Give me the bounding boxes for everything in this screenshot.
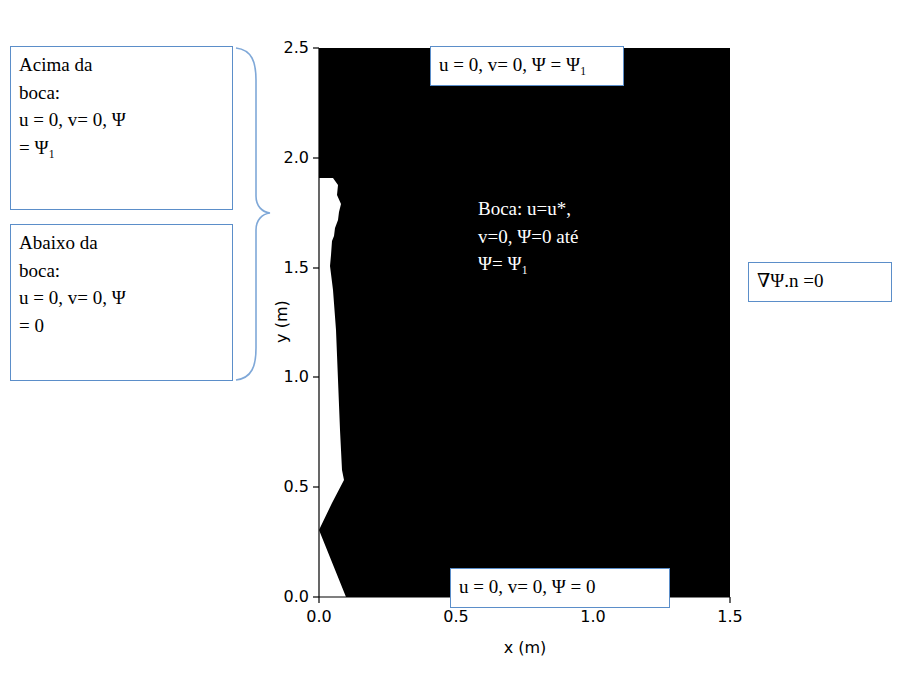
curly-brace — [236, 48, 270, 380]
tick-label: 0.0 — [284, 587, 309, 606]
tick-label: 1.0 — [580, 607, 605, 626]
axis-label: x (m) — [504, 638, 547, 657]
tick-label: 0.0 — [306, 607, 331, 626]
condition-text: u = 0, v= 0, Ψ = Ψ₁ — [439, 51, 615, 79]
tick-label: 1.0 — [284, 367, 309, 386]
box-heading: Abaixo da boca: — [19, 229, 137, 284]
boundary-condition-box: ∇Ψ.n =0 — [748, 262, 892, 302]
condition-text: u = 0, v= 0, Ψ = 0 — [459, 573, 661, 601]
inlet-condition-note: Boca: u=u*, v=0, Ψ=0 até Ψ= Ψ₁ — [478, 195, 602, 278]
axis-label: y (m) — [271, 301, 290, 344]
tick-label: 0.5 — [284, 477, 309, 496]
axes — [313, 48, 730, 603]
boundary-condition-box: Abaixo da boca:u = 0, v= 0, Ψ = 0 — [10, 224, 233, 381]
tick-label: 1.5 — [284, 258, 309, 277]
condition-text: u = 0, v= 0, Ψ = Ψ₁ — [19, 106, 137, 161]
boundary-condition-box: u = 0, v= 0, Ψ = Ψ₁ — [430, 46, 624, 86]
person-silhouette — [319, 178, 346, 597]
tick-label: 2.0 — [284, 148, 309, 167]
fluid-domain — [319, 48, 730, 597]
boundary-condition-box: u = 0, v= 0, Ψ = 0 — [450, 568, 670, 608]
tick-label: 2.5 — [284, 38, 309, 57]
box-heading: Acima da boca: — [19, 51, 137, 106]
condition-text: u = 0, v= 0, Ψ = 0 — [19, 284, 137, 339]
tick-label: 0.5 — [443, 607, 468, 626]
condition-text: ∇Ψ.n =0 — [757, 267, 883, 295]
tick-label: 1.5 — [717, 607, 742, 626]
boundary-condition-box: Acima da boca:u = 0, v= 0, Ψ = Ψ₁ — [10, 46, 233, 210]
